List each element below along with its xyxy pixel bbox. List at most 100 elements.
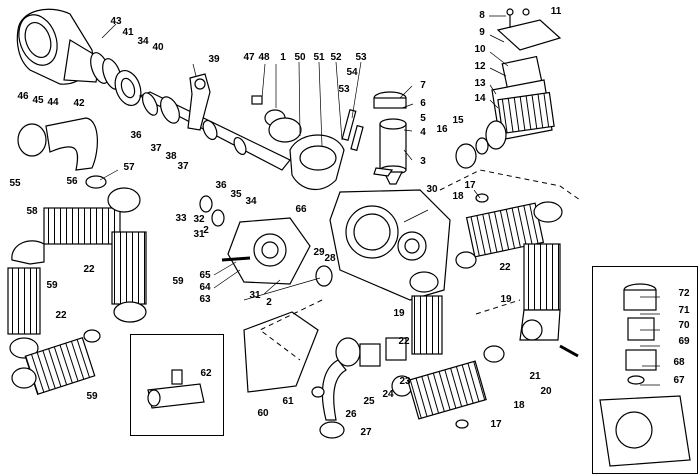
callout-45: 45 [32,95,44,106]
callout-68: 68 [673,357,685,368]
callout-63: 63 [199,294,211,305]
callout-18: 18 [452,191,464,202]
callout-22c: 22 [83,264,95,275]
callout-6: 6 [420,98,426,109]
callout-39: 39 [208,54,220,65]
callout-38: 38 [165,151,177,162]
callout-2b: 2 [266,297,272,308]
callout-58: 58 [26,206,38,217]
callout-65: 65 [199,270,211,281]
diaphragm-group [251,95,345,191]
callout-59: 59 [46,280,58,291]
callout-1: 1 [280,52,286,63]
callout-27: 27 [360,427,372,438]
callout-22d: 22 [55,310,67,321]
callout-43: 43 [110,16,122,27]
callout-14: 14 [474,93,486,104]
callout-17: 17 [464,180,476,191]
inset-box-62 [130,334,224,436]
callout-70: 70 [678,320,690,331]
inset-filter-assembly [599,283,691,467]
callout-34b: 34 [245,196,257,207]
callout-22: 22 [499,262,511,273]
callout-8: 8 [479,10,485,21]
callout-26: 26 [345,409,357,420]
callout-69: 69 [678,336,690,347]
callout-15: 15 [452,115,464,126]
inset-box-filter [592,266,698,474]
callout-29: 29 [313,247,325,258]
callout-71: 71 [678,305,690,316]
callout-53: 53 [355,52,367,63]
callout-13: 13 [474,78,486,89]
connecting-rod [187,73,211,131]
callout-72: 72 [678,288,690,299]
callout-11: 11 [550,6,562,17]
callout-67: 67 [673,375,685,386]
callout-50: 50 [294,52,306,63]
callout-3: 3 [420,156,426,167]
inset-62-fitting [147,369,205,409]
callout-23: 23 [399,376,411,387]
callout-61: 61 [282,396,294,407]
callout-19b: 19 [393,308,405,319]
callout-35: 35 [230,189,242,200]
callout-10: 10 [474,44,486,55]
callout-30: 30 [426,184,438,195]
callout-41: 41 [122,27,134,38]
callout-53b: 53 [338,84,350,95]
callout-16: 16 [436,124,448,135]
callout-5: 5 [420,113,426,124]
crankshaft [138,91,291,171]
callout-25: 25 [363,396,375,407]
callout-31b: 31 [249,290,261,301]
callout-54: 54 [346,67,358,78]
right-manifold [391,193,579,429]
callout-22b: 22 [398,336,410,347]
callout-21: 21 [529,371,541,382]
callout-4: 4 [420,127,426,138]
callout-46: 46 [17,91,29,102]
callout-40: 40 [152,42,164,53]
suction-fittings [311,337,407,439]
callout-7: 7 [420,80,426,91]
callout-42: 42 [73,98,85,109]
mounting-bracket [243,311,319,393]
callout-57: 57 [123,162,135,173]
left-manifold [7,117,147,396]
callout-60: 60 [257,408,269,419]
callout-59c: 59 [86,391,98,402]
callout-55: 55 [9,178,21,189]
callout-64: 64 [199,282,211,293]
cylinder-head [485,19,562,150]
back-plate [227,217,311,285]
callout-2: 2 [203,225,209,236]
callout-18b: 18 [513,400,525,411]
callout-17b: 17 [490,419,502,430]
callout-33: 33 [175,213,187,224]
callout-28: 28 [324,253,336,264]
leader-lines [99,15,660,386]
callout-51: 51 [313,52,325,63]
callout-20: 20 [540,386,552,397]
callout-48: 48 [258,52,270,63]
crank-housing [16,8,101,85]
callout-32: 32 [193,214,205,225]
callout-62: 62 [200,368,212,379]
callout-31: 31 [193,229,205,240]
callout-37: 37 [150,143,162,154]
bearing-stack-top [90,52,142,107]
callout-9: 9 [479,27,485,38]
callout-52: 52 [330,52,342,63]
callout-36: 36 [130,130,142,141]
callout-47: 47 [243,52,255,63]
callout-36b: 36 [215,180,227,191]
callout-19: 19 [500,294,512,305]
callout-66: 66 [295,204,307,215]
callout-37b: 37 [177,161,189,172]
callout-59b: 59 [172,276,184,287]
callout-12: 12 [474,61,486,72]
callout-34: 34 [137,36,149,47]
callout-44: 44 [47,97,59,108]
